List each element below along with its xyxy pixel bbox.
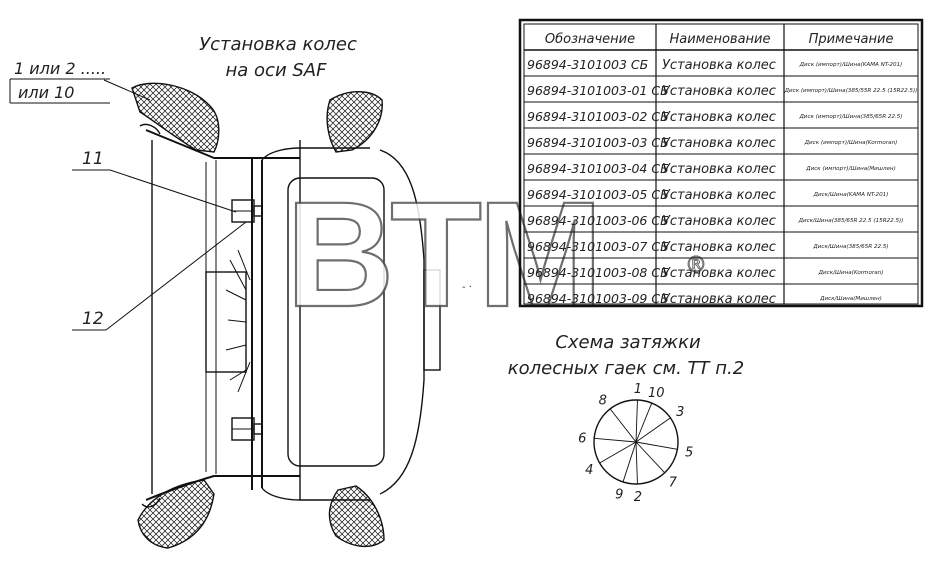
bolt-number-label: 9 [615, 487, 623, 502]
bolt-spoke [635, 400, 638, 443]
tightening-diagram: 1 10 3 57 29 4 6 8 [578, 382, 693, 505]
table-cell-name: Установка колес [662, 188, 776, 203]
table-cell-note: Диск (импорт)/Шина(385/65R 22.5) [798, 114, 902, 120]
table-cell-name: Установка колес [662, 214, 776, 229]
table-cell-note: Диск/Шина(KAMA NT-201) [813, 192, 889, 198]
table-cell-designation: 96894-3101003-04 СБ [527, 161, 669, 176]
watermark-registered: ® [685, 253, 707, 278]
callout-11: 11 [72, 149, 237, 213]
table-header-cell: Примечание [809, 32, 894, 47]
table-cell-name: Установка колес [662, 136, 776, 151]
title-line-1: Установка колес [199, 34, 357, 55]
svg-text:- ·: - · [462, 282, 472, 293]
table-cell-designation: 96894-3101003-02 СБ [527, 109, 669, 124]
tire-top [131, 82, 220, 153]
bolt-number-label: 6 [578, 431, 586, 446]
table-cell-designation: 96894-3101003-08 СБ [527, 265, 669, 280]
designation-table: Обозначение Наименование Примечание 96894-3… [518, 18, 924, 308]
table-cell-note: Диск (импорт)/Шина(KAMA NT-201) [799, 62, 903, 68]
callout-12: 12 [72, 221, 247, 331]
table-header-cell: Обозначение [545, 32, 635, 47]
table-cell-designation: 96894-3101003-05 СБ [527, 187, 669, 202]
position-label-line-1: 1 или 2 ..... [14, 59, 106, 78]
tire-bottom-right [328, 485, 385, 547]
table-header-cell: Наименование [669, 32, 770, 47]
tightening-title-2: колесных гаек см. ТТ п.2 [508, 358, 744, 379]
bolt-number-label: 3 [676, 405, 684, 420]
bolt-spoke [635, 441, 665, 474]
title-line-2: на оси SAF [226, 60, 328, 81]
table-cell-name: Установка колес [662, 84, 776, 99]
bolt-spoke [622, 441, 637, 483]
tightening-title-1: Схема затяжки [555, 332, 701, 353]
table-cell-name: Установка колес [662, 58, 776, 73]
table-cell-designation: 96894-3101003-06 СБ [527, 213, 669, 228]
bolt-number-label: 7 [669, 475, 678, 490]
table-cell-note: Диск (импорт)/Шина(385/55R 22.5 (15R22.5… [784, 88, 918, 94]
table-cell-note: Диск/Шина(385/65R 22.5) [812, 244, 888, 250]
btm-watermark: BTM ® [285, 169, 708, 339]
wheel-section: - · [131, 82, 472, 549]
watermark-text: BTM [286, 170, 599, 338]
bolt-number-label: 1 [634, 382, 642, 397]
bolt-spoke [609, 408, 637, 443]
bolt-spoke [599, 441, 637, 464]
bolt-number-label: 5 [685, 445, 693, 460]
bolt-spoke [635, 402, 653, 443]
hub-ribs [225, 249, 251, 393]
bolt-number-label: 2 [634, 490, 642, 505]
bolt-spoke [635, 441, 678, 450]
tire-bottom [137, 479, 215, 549]
table-cell-note: Диск/Шина(Kormoran) [818, 270, 884, 276]
bolt-spoke [635, 441, 638, 484]
table-cell-note: Диск (импорт)/Шина(Kormoran) [804, 140, 898, 146]
wheel-stud-top [231, 199, 263, 223]
callout-12-label: 12 [82, 309, 104, 329]
table-cell-designation: 96894-3101003-07 СБ [527, 239, 669, 254]
table-cell-note: Диск/Шина(Мишлен) [819, 296, 882, 302]
bolt-number-label: 10 [648, 386, 665, 401]
bolt-circle [593, 399, 679, 485]
table-cell-name: Установка колес [662, 292, 776, 307]
table-cell-name: Установка колес [662, 162, 776, 177]
table-cell-name: Установка колес [662, 110, 776, 125]
bolt-number-label: 8 [599, 393, 607, 408]
tire-top-right [326, 91, 383, 153]
table-cell-designation: 96894-3101003-01 СБ [527, 83, 669, 98]
bolt-spoke [594, 437, 637, 443]
table-cell-note: Диск (импорт)/Шина(Мишлен) [805, 166, 896, 172]
table-cell-designation: 96894-3101003 СБ [527, 57, 648, 72]
wheel-stud-bottom [231, 417, 263, 441]
callout-11-label: 11 [82, 149, 104, 169]
table-cell-designation: 96894-3101003-09 СБ [527, 291, 669, 306]
table-cell-note: Диск/Шина(385/65R 22.5 (15R22.5)) [798, 218, 904, 224]
position-label: 1 или 2 ..... или 10 [9, 59, 151, 104]
table-cell-designation: 96894-3101003-03 СБ [527, 135, 669, 150]
bolt-number-label: 4 [585, 463, 593, 478]
position-label-line-2: или 10 [18, 83, 74, 102]
table-cell-name: Установка колес [662, 240, 776, 255]
table-cell-name: Установка колес [662, 266, 776, 281]
bolt-spoke [635, 417, 671, 443]
